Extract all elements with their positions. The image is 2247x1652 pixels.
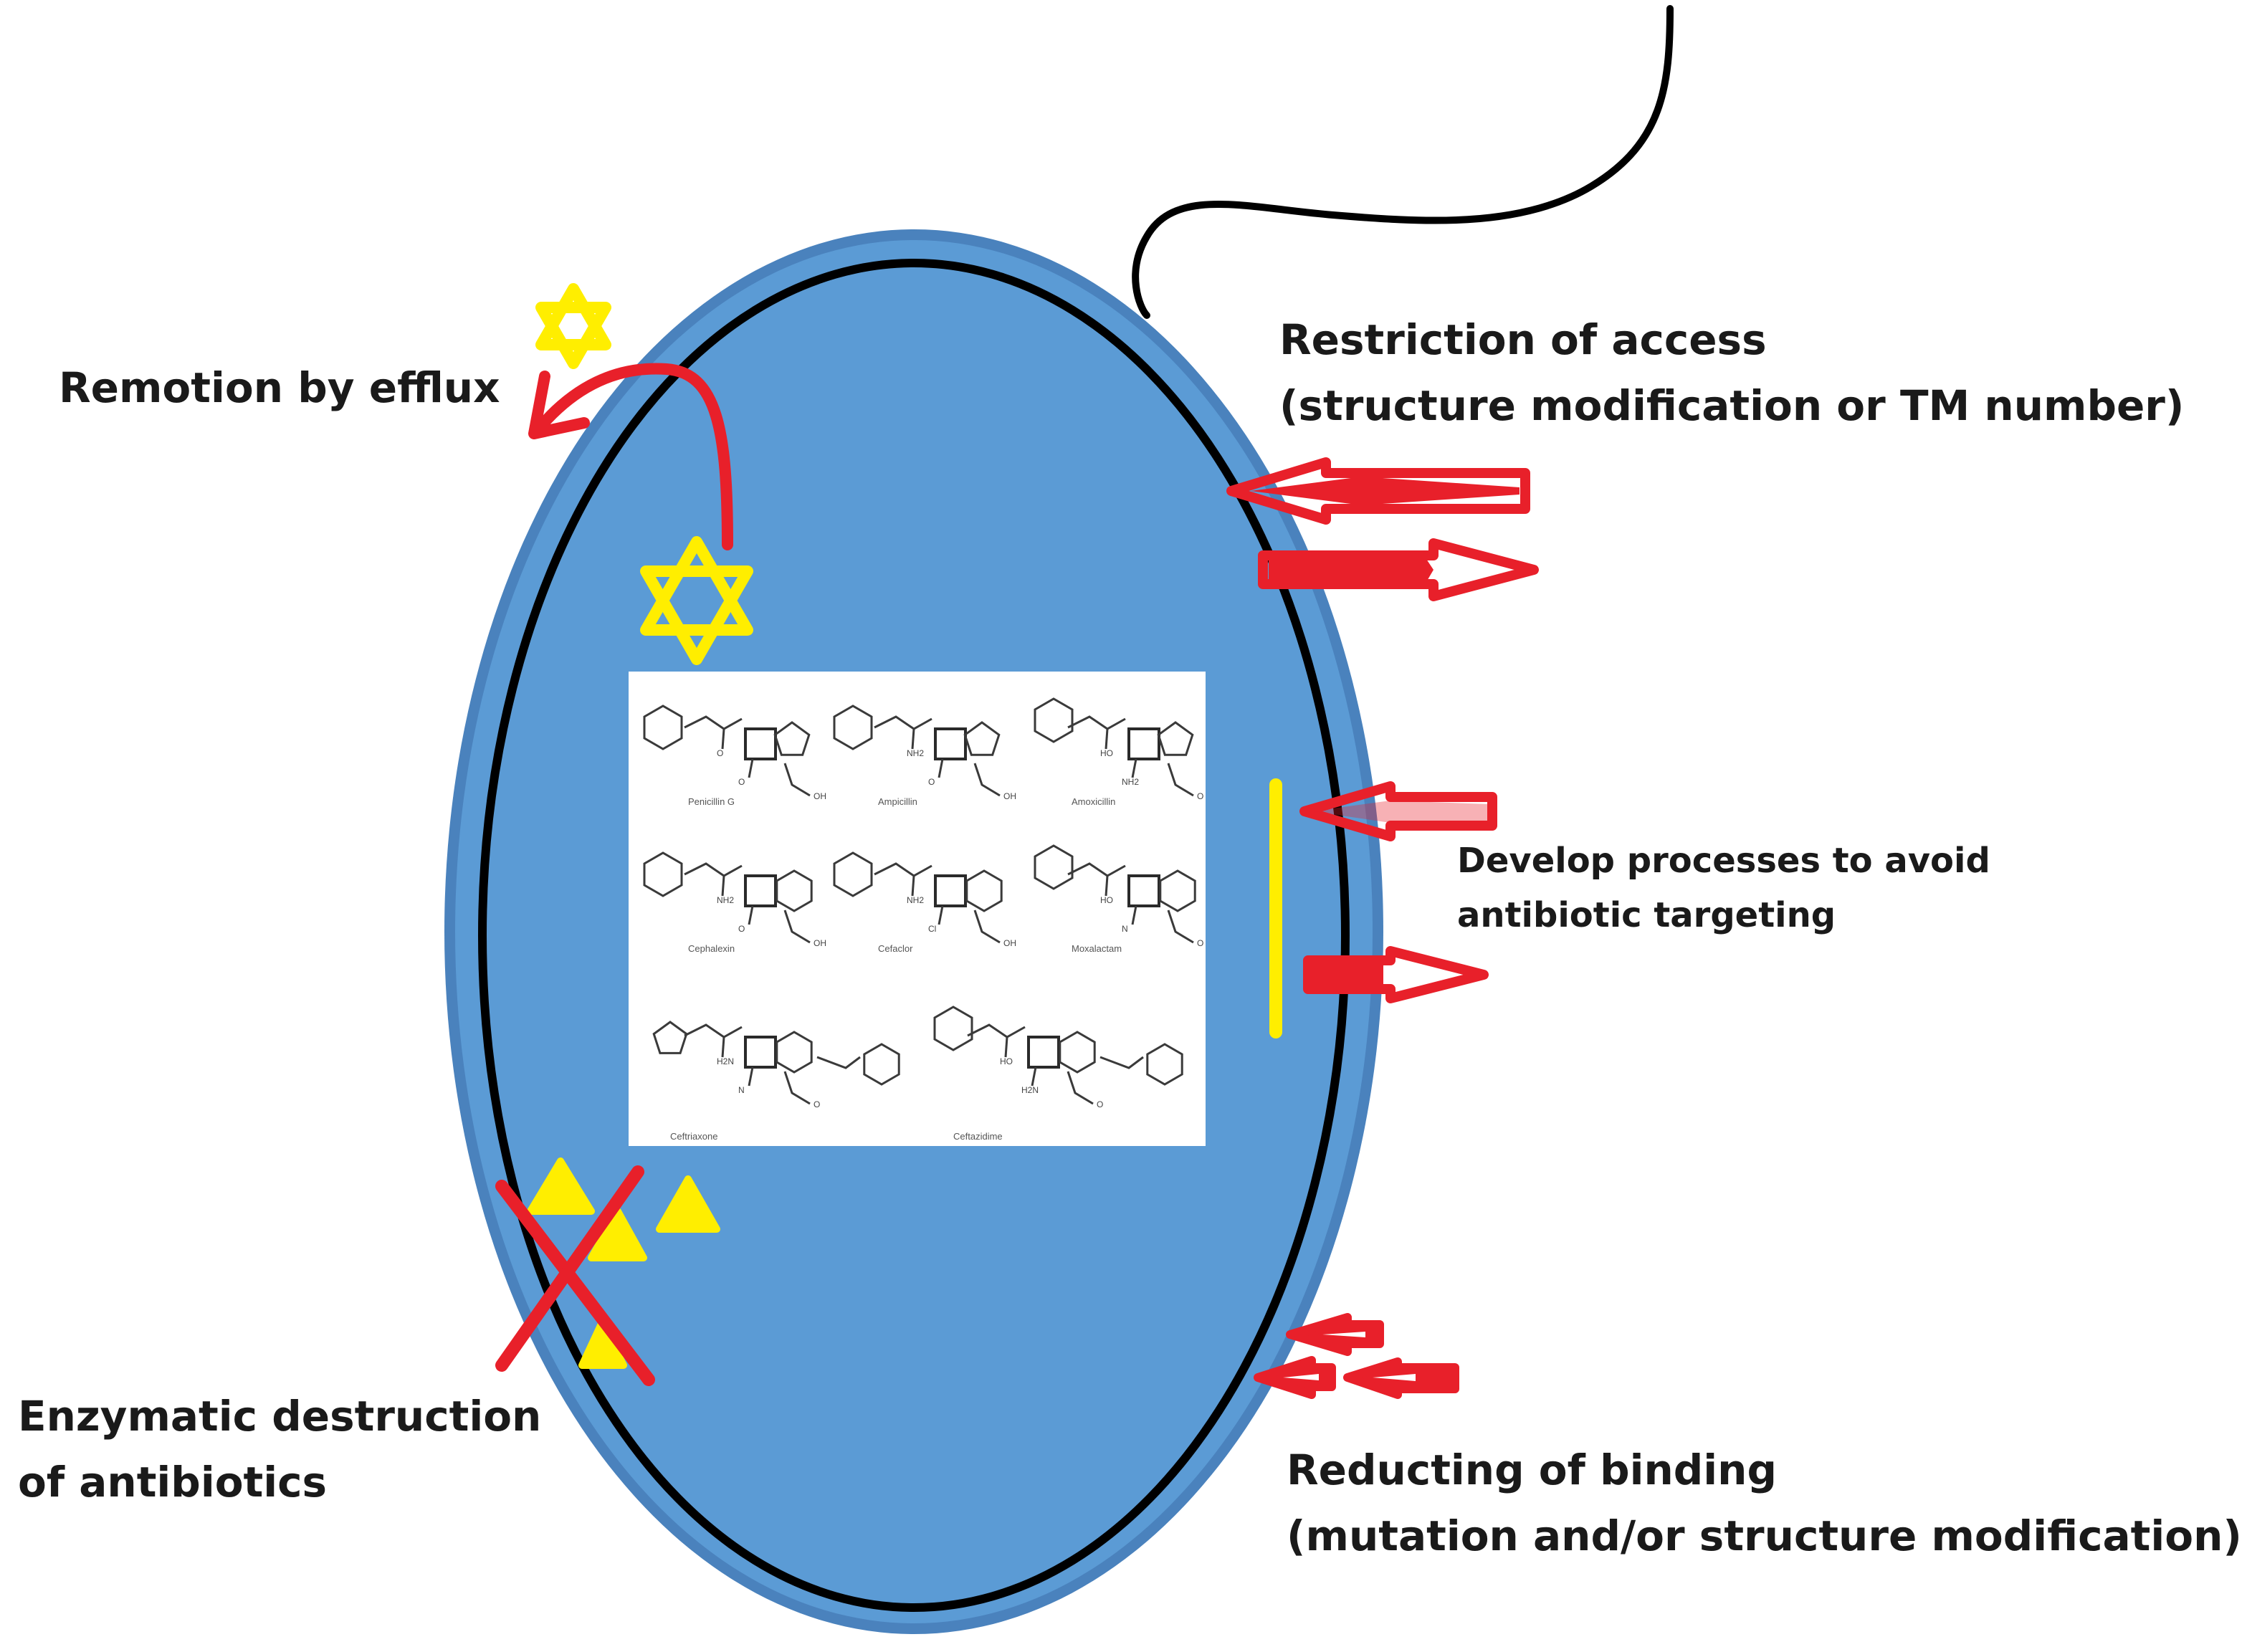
hexagram-star-icon (535, 283, 611, 369)
label-restriction-of-access: Restriction of access (structure modific… (1279, 307, 2184, 439)
molecule-atom-label: N (1122, 924, 1128, 934)
molecule-name: Moxalactam (1072, 943, 1122, 954)
triangle-fragment-icon (527, 1157, 720, 1369)
molecule-atom-label: H2N (717, 1056, 734, 1066)
molecule-name: Ceftazidime (953, 1131, 1003, 1142)
enzymatic-line-1: Enzymatic destruction (18, 1392, 542, 1441)
label-avoid-targeting: Develop processes to avoid antibiotic ta… (1457, 834, 1990, 942)
molecule-structure: HO N O Moxalactam (1034, 844, 1203, 954)
molecule-atom-label: NH2 (1122, 777, 1139, 787)
efflux-arrow-tip (528, 371, 590, 439)
molecule-atom-label: HO (1000, 1056, 1013, 1066)
access-line-2: (structure modification or TM number) (1279, 381, 2185, 430)
molecule-structure: O O OH Penicillin G (643, 705, 826, 807)
molecule-atom-label: O (928, 777, 935, 787)
block-arrow-icon (1226, 457, 1530, 525)
molecule-atom-label: HO (1100, 748, 1113, 758)
enzymatic-line-2: of antibiotics (18, 1458, 328, 1507)
access-line-1: Restriction of access (1279, 315, 1767, 364)
molecule-name: Amoxicillin (1072, 796, 1115, 807)
cell-membrane (478, 259, 1350, 1612)
molecule-atom-label: O (717, 748, 723, 758)
molecule-atom-label: Cl (928, 924, 936, 934)
molecule-atom-label: OH (814, 938, 826, 948)
molecule-atom-label: O (738, 777, 745, 787)
block-arrow-icon (1254, 1356, 1336, 1399)
binding-line-1: Reducting of binding (1287, 1446, 1777, 1494)
block-arrow-icon (1286, 1313, 1384, 1356)
block-arrow-icon (1258, 538, 1539, 601)
molecule-atom-label: O (1097, 1099, 1103, 1109)
molecule-atom-label: OH (1003, 791, 1016, 801)
hexagram-star-icon (640, 536, 753, 665)
block-arrow-icon (1303, 946, 1489, 1003)
molecule-atom-label: NH2 (907, 748, 924, 758)
molecule-atom-label: N (738, 1085, 745, 1095)
molecule-atom-label: O (738, 924, 745, 934)
block-arrow-icon (1343, 1357, 1459, 1399)
block-arrow-icon (1299, 781, 1497, 841)
molecule-name: Cephalexin (688, 943, 735, 954)
red-x-icon (495, 1165, 655, 1386)
label-efflux: Remotion by efflux (59, 355, 500, 421)
molecule-structure: H2N N O Ceftriaxone (652, 1021, 900, 1142)
molecule-atom-label: OH (1003, 938, 1016, 948)
molecule-name: Ampicillin (878, 796, 917, 807)
flagellum (1132, 5, 1674, 319)
molecule-atom-label: O (1197, 938, 1203, 948)
molecule-name: Ceftriaxone (670, 1131, 717, 1142)
molecule-structure: HO H2N O Ceftazidime (933, 1006, 1183, 1142)
molecule-atom-label: NH2 (717, 895, 734, 905)
molecule-atom-label: OH (814, 791, 826, 801)
label-reduction-of-binding: Reducting of binding (mutation and/or st… (1287, 1437, 2242, 1569)
binding-line-2: (mutation and/or structure modification) (1287, 1512, 2242, 1560)
molecule-atom-label: O (1197, 791, 1203, 801)
molecule-atom-label: H2N (1021, 1085, 1039, 1095)
curved-efflux-arrow-icon (532, 363, 733, 550)
targeting-line-2: antibiotic targeting (1457, 895, 1836, 935)
label-enzymatic-destruction: Enzymatic destruction of antibiotics (18, 1383, 541, 1515)
molecule-name: Penicillin G (688, 796, 735, 807)
molecule-atom-label: HO (1100, 895, 1113, 905)
targeting-line-1: Develop processes to avoid (1457, 841, 1990, 881)
molecule-atom-label: O (814, 1099, 820, 1109)
molecule-atom-label: NH2 (907, 895, 924, 905)
molecule-name: Cefaclor (878, 943, 913, 954)
efflux-text: Remotion by efflux (59, 363, 500, 412)
